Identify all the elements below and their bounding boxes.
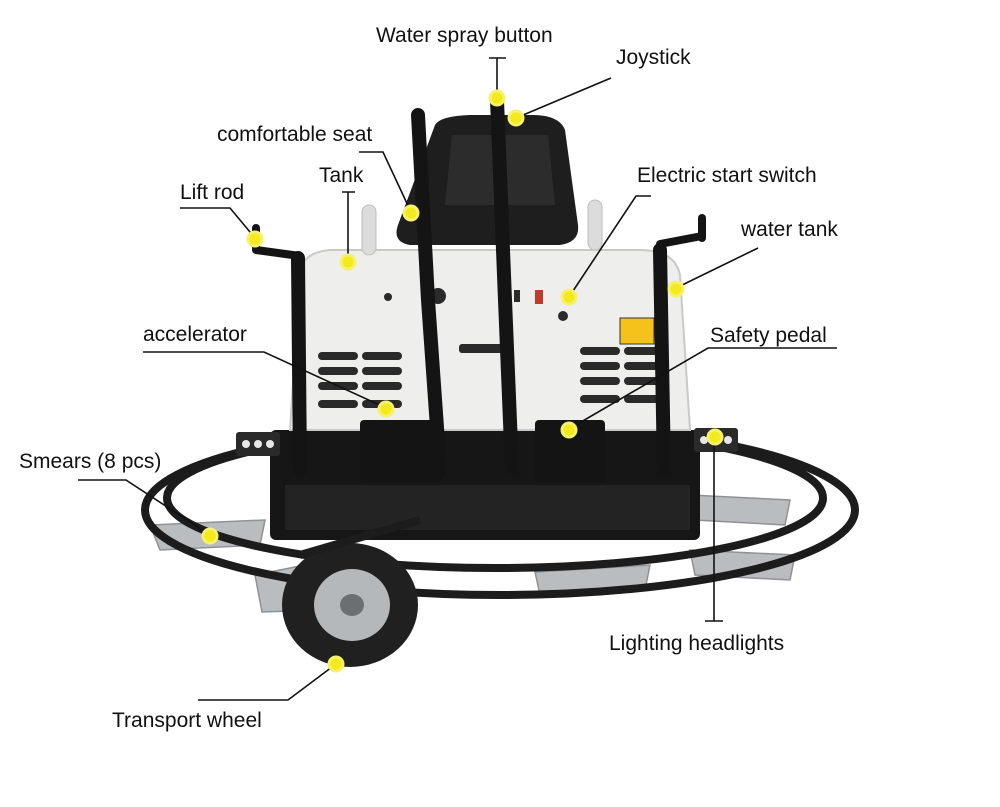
label-water-tank: water tank [741, 218, 838, 241]
label-accelerator: accelerator [143, 323, 247, 346]
cooling-vents [318, 347, 664, 408]
label-transport-wheel: Transport wheel [112, 709, 262, 732]
label-comfortable-seat: comfortable seat [217, 123, 373, 146]
transport-wheel [282, 516, 422, 667]
pedal-boxes [360, 420, 605, 482]
lift-rods [252, 214, 706, 477]
callout-markers [201, 89, 724, 673]
label-electric-start-switch: Electric start switch [637, 164, 817, 187]
control-columns [411, 93, 519, 477]
label-joystick: Joystick [616, 46, 691, 69]
label-lighting-headlights: Lighting headlights [609, 632, 785, 655]
label-lift-rod: Lift rod [180, 181, 245, 204]
label-tank: Tank [319, 164, 364, 187]
label-water-spray-button: Water spray button [376, 24, 553, 47]
label-smears: Smears (8 pcs) [19, 450, 162, 473]
label-safety-pedal: Safety pedal [710, 324, 827, 347]
panel-details [384, 288, 655, 353]
